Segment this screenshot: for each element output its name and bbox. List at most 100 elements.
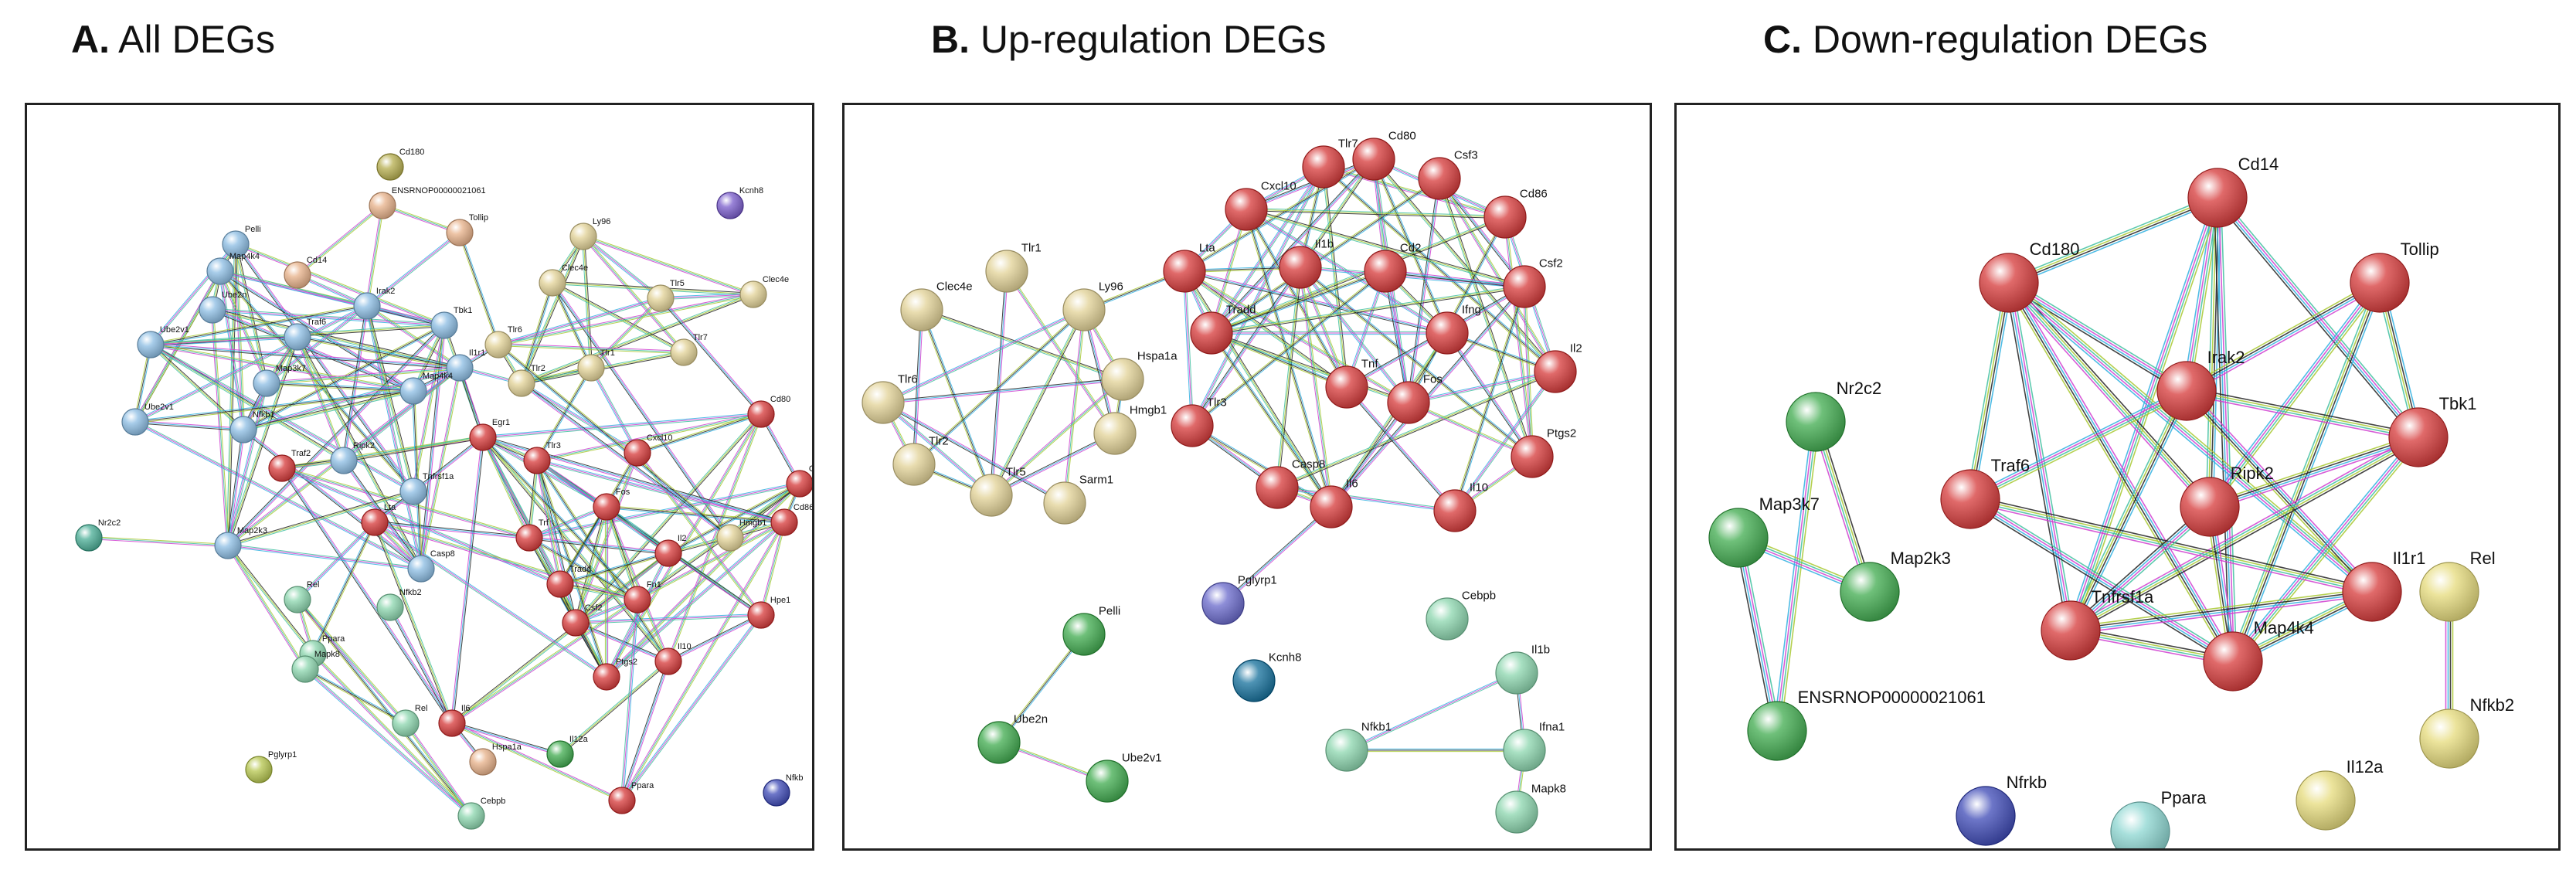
protein-node[interactable]: Tlr7 (670, 333, 708, 366)
protein-node[interactable]: Ube2v1 (137, 325, 189, 359)
protein-node[interactable]: Il1b (1495, 643, 1550, 695)
protein-node[interactable]: Cd14 (2187, 155, 2279, 228)
protein-node[interactable]: Ube2v1 (1086, 751, 1162, 803)
protein-node[interactable]: Ube2v1 (121, 403, 174, 436)
protein-node[interactable]: Ube2n (199, 291, 246, 324)
protein-node[interactable]: Nfrkb (1956, 773, 2047, 846)
protein-node[interactable]: Fn1 (624, 580, 661, 613)
protein-node[interactable]: Tlr7 (1302, 137, 1358, 189)
protein-node[interactable]: Mapk8 (1495, 782, 1566, 834)
protein-node[interactable]: Tollip (2350, 240, 2439, 313)
protein-node[interactable]: Hmgb1 (716, 518, 766, 552)
protein-node[interactable]: Nfkb1 (1325, 720, 1392, 772)
protein-node[interactable]: Trf (515, 518, 549, 552)
protein-node[interactable]: Tlr5 (970, 465, 1026, 517)
protein-node[interactable]: Nr2c2 (75, 518, 121, 552)
protein-node[interactable]: Tnf (1325, 357, 1378, 409)
protein-node[interactable]: Clec4e (900, 280, 973, 331)
protein-node[interactable]: Map4k4 (206, 252, 260, 285)
protein-node[interactable]: Mapk8 (291, 650, 340, 683)
protein-node[interactable]: Cd14 (284, 256, 327, 289)
protein-node[interactable]: Map3k7 (1708, 494, 1820, 568)
protein-node[interactable]: Clec4e (539, 263, 588, 297)
protein-node[interactable]: Cd180 (1979, 240, 2079, 313)
protein-node[interactable]: Tollip (446, 213, 488, 246)
protein-node[interactable]: Map2k3 (214, 526, 267, 559)
protein-node[interactable]: Casp8 (407, 549, 455, 583)
protein-node[interactable]: Tlr6 (861, 372, 918, 424)
protein-node[interactable]: Il6 (1310, 477, 1358, 528)
protein-node[interactable]: Cd86 (770, 503, 812, 536)
protein-node[interactable]: Lta (1163, 241, 1215, 293)
protein-node[interactable]: Cebpb (1426, 589, 1496, 641)
protein-node[interactable]: Nfkb1 (229, 410, 275, 443)
protein-node[interactable]: Rel (284, 580, 319, 613)
protein-node[interactable]: Ifng (1426, 303, 1481, 355)
protein-node[interactable]: Pelli (1062, 604, 1120, 656)
protein-node[interactable]: ENSRNOP00000021061 (1747, 688, 1986, 761)
protein-node[interactable]: Rel (2419, 549, 2496, 622)
protein-node[interactable]: Pglyrp1 (245, 750, 297, 783)
protein-node[interactable]: Il1r1 (2342, 549, 2425, 622)
protein-node[interactable]: Map4k4 (399, 372, 453, 405)
protein-node[interactable]: Ppara (608, 781, 654, 814)
protein-node[interactable]: Tnfrsf1a (399, 472, 454, 505)
protein-node[interactable]: Hspa1a (1101, 349, 1178, 401)
protein-node[interactable]: Tlr2 (892, 434, 949, 486)
protein-node[interactable]: Tlr3 (1171, 396, 1227, 447)
protein-node[interactable]: Cxcl10 (624, 433, 673, 467)
protein-node[interactable]: Nr2c2 (1786, 379, 1881, 452)
protein-node[interactable]: Nfkb2 (376, 588, 422, 621)
protein-node[interactable]: Pelli (222, 225, 261, 258)
protein-node[interactable]: Il6 (438, 704, 471, 737)
protein-node[interactable]: Irak2 (2156, 348, 2245, 421)
protein-node[interactable]: Ly96 (1062, 280, 1123, 331)
protein-node[interactable]: Hspa1a (469, 743, 522, 776)
protein-node[interactable]: Fos (1387, 372, 1443, 424)
protein-node[interactable]: Csf3 (1418, 148, 1478, 200)
protein-node[interactable]: Ppara (2110, 788, 2207, 848)
protein-node[interactable]: Tlr1 (985, 241, 1042, 293)
protein-node[interactable]: Ube2n (977, 712, 1048, 764)
protein-node[interactable]: Cd80 (747, 395, 790, 428)
protein-node[interactable]: Map3k7 (253, 364, 306, 397)
protein-node[interactable]: Tlr1 (577, 348, 615, 382)
protein-node[interactable]: Ifna1 (1503, 720, 1565, 772)
protein-node[interactable]: Casp8 (1256, 457, 1325, 509)
protein-node[interactable]: Nfkb2 (2419, 695, 2514, 769)
protein-node[interactable]: Map2k3 (1840, 549, 1951, 622)
protein-node[interactable]: Tbk1 (2388, 394, 2477, 467)
protein-node[interactable]: Il2 (1534, 342, 1582, 393)
protein-node[interactable]: Il1r1 (446, 348, 485, 382)
protein-node[interactable]: Il10 (1433, 481, 1488, 532)
protein-node[interactable]: Ripk2 (2180, 464, 2274, 537)
protein-node[interactable]: Cxcl10 (1225, 179, 1296, 231)
protein-node[interactable]: Pglyrp1 (1201, 573, 1277, 625)
protein-node[interactable]: Sarm1 (1043, 473, 1113, 525)
protein-node[interactable]: Tlr2 (508, 364, 545, 397)
protein-node[interactable]: Lta (361, 503, 396, 536)
protein-node[interactable]: Tradd (1190, 303, 1256, 355)
protein-node[interactable]: Rel (392, 704, 427, 737)
protein-node[interactable]: Tnfrsf1a (2041, 587, 2154, 661)
protein-node[interactable]: Traf2 (268, 449, 311, 482)
protein-node[interactable]: Map4k4 (2203, 618, 2314, 692)
protein-node[interactable]: Traf6 (1940, 456, 2030, 529)
protein-node[interactable]: Ptgs2 (1511, 427, 1576, 478)
protein-node[interactable]: Csf2 (562, 603, 603, 637)
protein-node[interactable]: Il12a (546, 735, 589, 768)
protein-node[interactable]: Il12a (2296, 757, 2384, 831)
protein-node[interactable]: Ly96 (569, 217, 610, 250)
protein-node[interactable]: Hmgb1 (1093, 403, 1167, 455)
protein-node[interactable]: Hpe1 (747, 596, 790, 629)
protein-node[interactable]: ENSRNOP00000021061 (369, 186, 486, 219)
protein-node[interactable]: Csf2 (1503, 257, 1563, 308)
protein-node[interactable]: Irak2 (353, 287, 395, 320)
protein-node[interactable]: Tlr3 (523, 441, 561, 474)
protein-node[interactable]: Kcnh8 (716, 186, 763, 219)
protein-node[interactable]: Tbk1 (430, 306, 472, 339)
protein-node[interactable]: Il10 (654, 642, 692, 675)
protein-node[interactable]: Csf3 (786, 464, 812, 498)
protein-node[interactable]: Clec4e (739, 275, 789, 308)
protein-node[interactable]: Cebpb (457, 797, 505, 830)
